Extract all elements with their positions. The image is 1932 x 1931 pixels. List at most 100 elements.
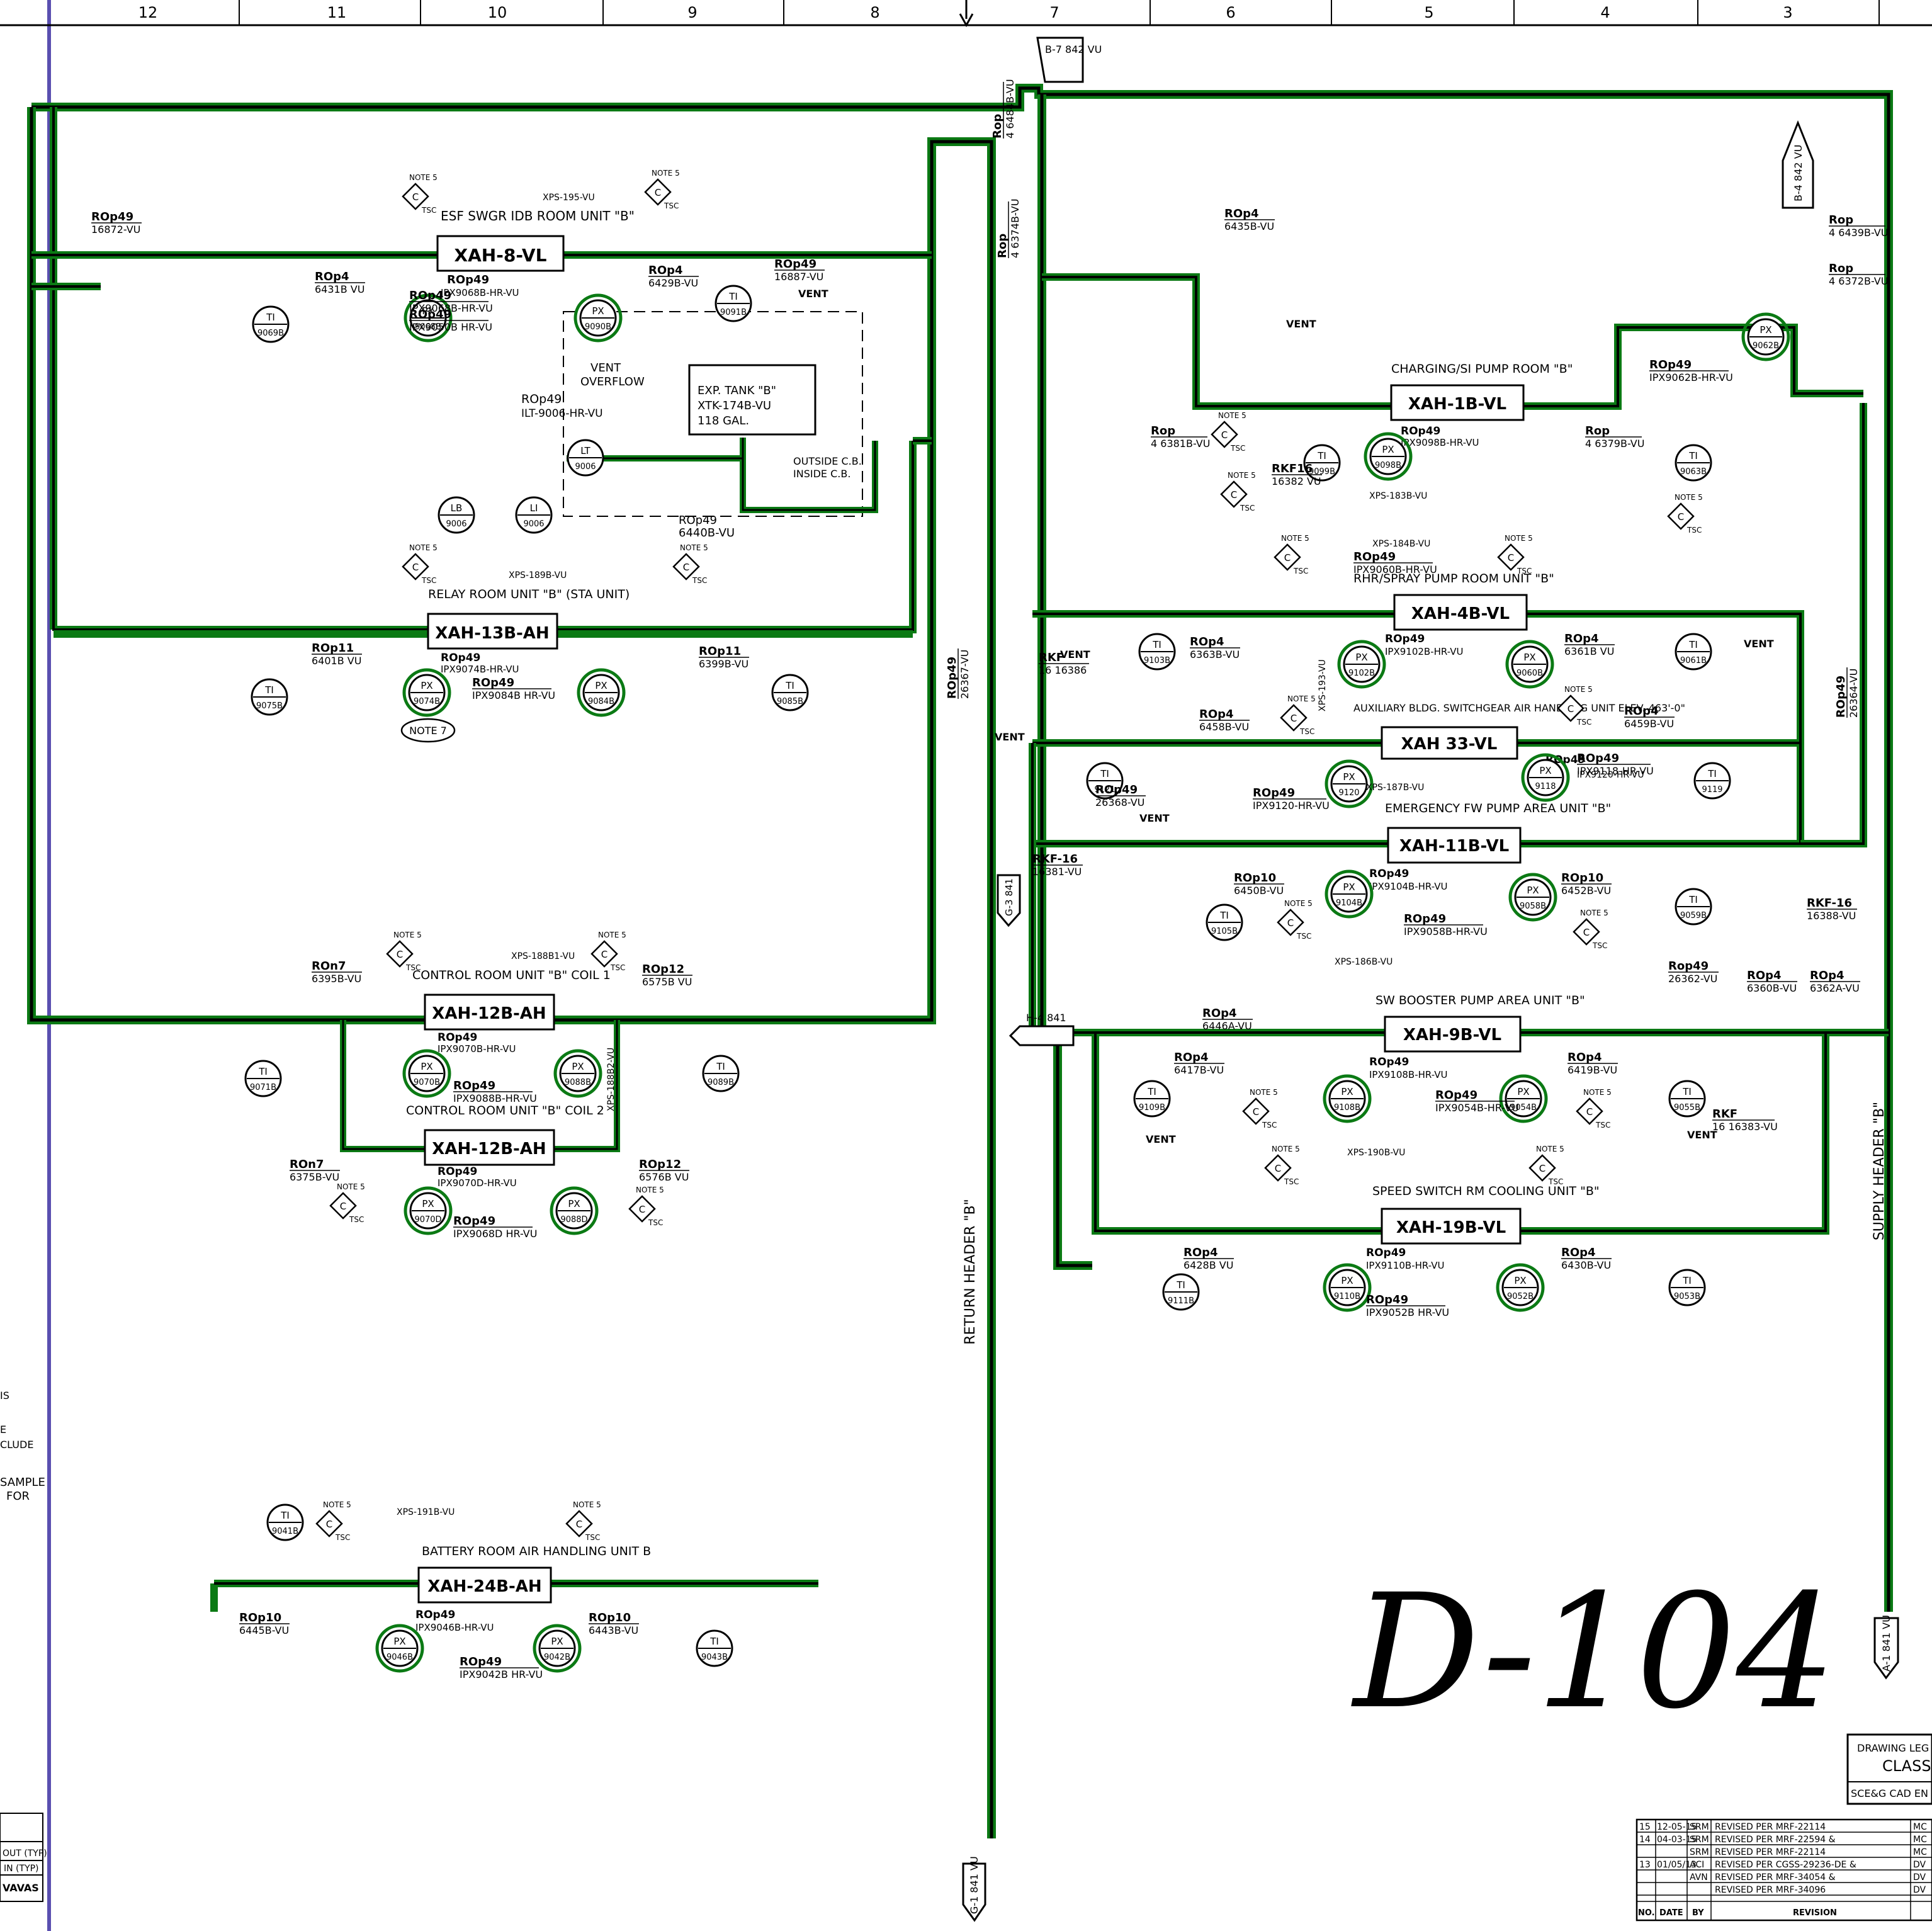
instrument-bubble[interactable]: PX9042B xyxy=(533,1624,582,1673)
left-legend: OUT (TYP) IN (TYP) VAVAS IS E CLUDE SAMP… xyxy=(0,1390,47,1902)
instrument-bubble[interactable]: PX9120 xyxy=(1325,759,1374,808)
grid-ruler: 12 11 10 9 8 7 6 5 4 3 xyxy=(0,0,1932,28)
instrument-bubble[interactable]: PX9088B xyxy=(553,1049,602,1098)
svg-text:TSC: TSC xyxy=(421,206,436,215)
instrument-bubble[interactable]: PX9060B xyxy=(1505,640,1554,689)
instrument-bubble[interactable]: PX9084B xyxy=(577,668,626,717)
unit-xah11b[interactable]: XAH-11B-VL EMERGENCY FW PUMP AREA UNIT "… xyxy=(1369,801,1611,892)
unit-xah12b2[interactable]: XAH-12B-AH CONTROL ROOM UNIT "B" COIL 2 … xyxy=(406,1104,604,1189)
instrument-bubble[interactable]: PX9118 xyxy=(1521,753,1570,802)
unit-xah13b[interactable]: XAH-13B-AH RELAY ROOM UNIT "B" (STA UNIT… xyxy=(427,587,630,675)
instrument-bubble[interactable]: PX9074B xyxy=(402,668,451,717)
instrument-bubble[interactable]: PX9068B xyxy=(404,293,453,343)
instrument-bubble[interactable]: PX9046B xyxy=(375,1624,424,1673)
unit-xah9b[interactable]: XAH-9B-VL SW BOOSTER PUMP AREA UNIT "B" … xyxy=(1369,994,1585,1080)
offsheet-top[interactable]: B-7 842 VU xyxy=(1036,37,1102,83)
instrument-bubble[interactable]: PX9102B xyxy=(1337,640,1386,689)
instrument-bubble[interactable]: PX9070D xyxy=(404,1186,453,1235)
xps-tag: XPS-184B-VU xyxy=(1372,539,1430,549)
xps-tag: XPS-191B-VU xyxy=(397,1507,455,1517)
instrument-bubble[interactable]: PX9054B xyxy=(1499,1074,1548,1123)
svg-text:TSC: TSC xyxy=(692,576,707,585)
instrument-type: TI xyxy=(728,291,738,302)
instrument-bubble[interactable]: PX9062B xyxy=(1741,312,1790,361)
svg-text:DV: DV xyxy=(1913,1860,1926,1870)
offsheet-h4[interactable]: H-4 841 xyxy=(1008,1012,1075,1046)
unit-xah4b[interactable]: XAH-4B-VL RHR/SPRAY PUMP ROOM UNIT "B" R… xyxy=(1353,572,1554,657)
expansion-tank[interactable]: EXP. TANK "B" XTK-174B-VU 118 GAL. VENT … xyxy=(521,311,878,540)
instrument-bubble[interactable]: PX9052B xyxy=(1496,1263,1545,1312)
unit-xah19b[interactable]: XAH-19B-VL SPEED SWITCH RM COOLING UNIT … xyxy=(1366,1184,1600,1271)
offsheet-mid-841[interactable]: G-3 841 xyxy=(997,874,1021,927)
instrument-type: TI xyxy=(1688,639,1698,650)
unit-xah1b[interactable]: XAH-1B-VL CHARGING/SI PUMP ROOM "B" ROp4… xyxy=(1390,362,1573,448)
unit-xah12b1[interactable]: XAH-12B-AH CONTROL ROOM UNIT "B" COIL 1 … xyxy=(412,968,611,1055)
svg-text:REVISED PER MRF-22114: REVISED PER MRF-22114 xyxy=(1715,1847,1826,1857)
offsheet-right-top[interactable]: B-4 842 VU xyxy=(1782,120,1814,209)
svg-text:ROp4: ROp4 xyxy=(1624,705,1659,718)
instrument-bubble[interactable]: PX9058B xyxy=(1508,873,1557,922)
unit-xah8[interactable]: XAH-8-VL ESF SWGR IDB ROOM UNIT "B" ROp4… xyxy=(436,208,635,298)
instrument-bubble[interactable]: PX9110B xyxy=(1323,1263,1372,1312)
instrument-bubble[interactable]: PX9070B xyxy=(402,1049,451,1098)
instrument-bubble[interactable]: PX9098B xyxy=(1364,432,1413,481)
unit-xah24b[interactable]: XAH-24B-AH BATTERY ROOM AIR HANDLING UNI… xyxy=(415,1544,651,1633)
instrument-bubble[interactable]: PX9108B xyxy=(1323,1074,1372,1123)
unit-xah33[interactable]: XAH 33-VL AUXILIARY BLDG. SWITCHGEAR AIR… xyxy=(1353,702,1685,780)
instrument-bubble[interactable]: PX9104B xyxy=(1325,869,1374,919)
svg-text:4 6484B-VU: 4 6484B-VU xyxy=(1004,79,1016,139)
offsheet-bottom-right[interactable]: A-1 841 VU xyxy=(1873,1615,1899,1680)
offsheet-bottom-left[interactable]: G-1 841 VU xyxy=(962,1856,986,1922)
